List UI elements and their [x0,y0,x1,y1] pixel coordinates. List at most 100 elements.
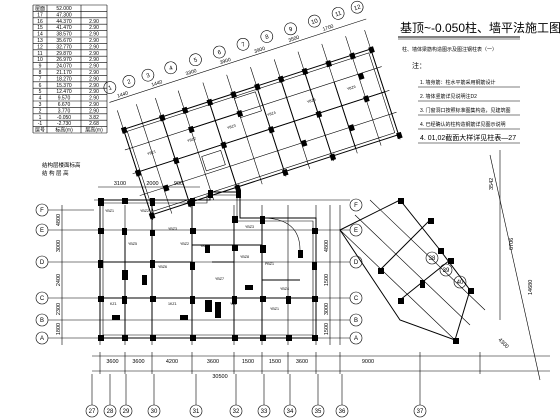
table-cell: 2 [39,108,42,114]
axis-bubble-wing [103,81,117,94]
wing-inner-wall [126,52,396,212]
column [98,198,104,206]
table-cell: 2.90 [89,32,99,38]
column [190,228,196,234]
axis-bubble-bottom-label: 30 [151,409,158,415]
column [98,296,104,302]
axis-bubble-wing-label: 2 [127,79,133,86]
column [315,110,323,118]
axis-bubble-mid-label: E [354,228,358,234]
dim-left: 3000 [56,240,62,252]
axis-bubble-left-label: D [40,260,45,266]
table-cell: 3 [39,102,42,108]
axis-bubble-wing [260,30,274,43]
column [205,245,210,253]
column-tag: YBZ7 [215,277,224,281]
table-caption-1: 结构层楼面标高 [42,161,81,169]
column [181,106,189,115]
table-cell: 2.90 [89,19,99,25]
dim-bottom: 1500 [242,359,254,365]
table-cell: -2.730 [57,121,71,127]
axis-bubble-east-label: 38 [429,256,436,262]
table-cell: 11 [37,51,42,57]
curved-wall [261,217,301,251]
wing-grid-line [226,74,263,185]
column [260,296,266,302]
table-cell: 层号 [35,128,45,134]
axis-bubble-mid [349,255,363,269]
table-cell: 3.82 [89,115,99,121]
wing-column-tag: YBZ3 [227,124,237,131]
table-cell: 2.90 [89,51,99,57]
column [236,190,241,198]
column [325,60,333,68]
column [122,335,128,341]
table-cell: 44.370 [56,19,72,25]
axis-bubble-mid [349,198,363,212]
axis-bubble-wing-label: 1 [108,85,114,92]
drawing-title: 基顶~-0.050柱、墙平法施工图 [400,20,560,35]
dim-left: 2300 [56,303,62,315]
axis-bubble-wing-label: 4 [169,65,175,72]
wing-column-tag: YBZ5 [306,98,316,105]
table-cell: 10 [37,57,43,63]
column [281,168,289,177]
column [312,296,318,302]
axis-bubble-east [439,263,453,277]
wing-grid-line [364,29,401,140]
column [172,157,180,165]
table-cell: 屋面 [35,6,45,12]
dim-bottom: 3600 [132,359,144,365]
axis-bubble-mid [349,331,363,345]
table-cell: 3.770 [58,108,71,114]
table-cell: 15 [37,25,43,31]
column [215,302,221,318]
column [122,270,128,280]
table-cell: 1 [39,115,42,121]
table-cell: 2.90 [89,102,99,108]
axis-bubble-wing-label: 5 [193,57,199,64]
column [150,335,156,341]
axis-bubble-wing-label: 9 [288,26,294,33]
column-tag: YZ1 [230,302,237,306]
table-cell: 38.570 [56,32,72,38]
column [312,228,318,234]
wing-column-tag: YBZ6 [346,85,356,92]
table-cell: 2.90 [89,38,99,44]
axis-bubble-wing [331,7,345,20]
column [150,260,155,268]
axis-bubble-left-label: E [40,228,44,234]
axis-bubble-bottom-label: 35 [315,409,322,415]
dim-total: 30500 [212,374,227,380]
column [260,216,265,224]
column [112,315,120,320]
table-cell: -0.050 [57,115,71,121]
dim-bottom: 3600 [106,359,118,365]
column [236,110,244,118]
column [329,153,337,161]
column [245,285,253,290]
column [453,338,459,344]
column [298,250,303,258]
note-item: 1. 墙身筋：柱水平筋采用钢筋设计 [420,79,496,86]
axis-bubble-wing-label: 3 [146,73,152,80]
table-cell: 15.370 [56,83,72,89]
column [180,315,188,320]
outer-wall [99,191,317,339]
column-tag: YBZ3 [245,225,254,229]
column [134,169,142,177]
table-cell: 6 [39,83,42,89]
wing-dim: 1700 [322,24,335,33]
table-cell: 2.90 [89,96,99,102]
column [312,335,318,341]
wing-grid [354,214,471,326]
column-tag: YBZ3 [168,227,177,231]
axis-bubble-left-label: F [40,208,44,214]
wing-interior-wall [190,112,240,130]
column [468,288,474,294]
wing-dim: 3300 [185,68,198,77]
column [150,198,155,206]
wing-dim: 1440 [117,90,130,99]
